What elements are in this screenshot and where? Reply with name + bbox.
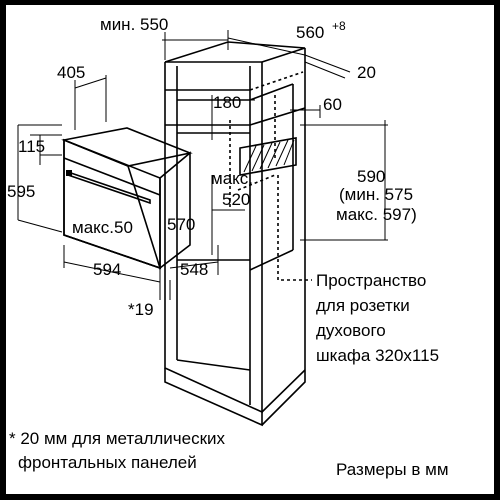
bottom-border bbox=[0, 494, 500, 500]
dim-min-575: (мин. 575 bbox=[339, 185, 413, 204]
dim-548: 548 bbox=[180, 260, 208, 279]
dim-max-50: макс.50 bbox=[72, 218, 133, 237]
dim-60: 60 bbox=[323, 95, 342, 114]
footnote-line2: фронтальных панелей bbox=[18, 453, 197, 472]
dim-20: 20 bbox=[357, 63, 376, 82]
dim-115: 115 bbox=[18, 137, 45, 156]
dim-560: 560 bbox=[296, 23, 324, 42]
cabinet bbox=[164, 41, 306, 427]
socket-note-line1: Пространство bbox=[316, 271, 426, 290]
dim-560-tolerance: +8 bbox=[332, 19, 346, 33]
footnote-line1: * 20 мм для металлических bbox=[9, 429, 226, 448]
dim-max-597: макс. 597) bbox=[336, 205, 417, 224]
dim-520: 520 bbox=[222, 190, 250, 209]
dim-min-550: мин. 550 bbox=[100, 15, 168, 34]
dim-594: 594 bbox=[93, 260, 121, 279]
socket-hatch bbox=[239, 137, 297, 176]
dim-max-label: макс. bbox=[211, 169, 253, 188]
dim-595: 595 bbox=[7, 182, 35, 201]
dim-star-19: *19 bbox=[128, 300, 154, 319]
socket-note-line4: шкафа 320x115 bbox=[316, 346, 439, 365]
dim-570: 570 bbox=[167, 215, 195, 234]
units-note: Размеры в мм bbox=[336, 460, 449, 479]
top-border bbox=[0, 0, 500, 5]
socket-note-line3: духового bbox=[316, 321, 386, 340]
left-border bbox=[0, 0, 6, 500]
dim-405: 405 bbox=[57, 63, 85, 82]
socket-note-line2: для розетки bbox=[316, 296, 410, 315]
right-border bbox=[494, 0, 500, 500]
dim-590: 590 bbox=[357, 167, 385, 186]
dim-180: 180 bbox=[213, 93, 241, 112]
